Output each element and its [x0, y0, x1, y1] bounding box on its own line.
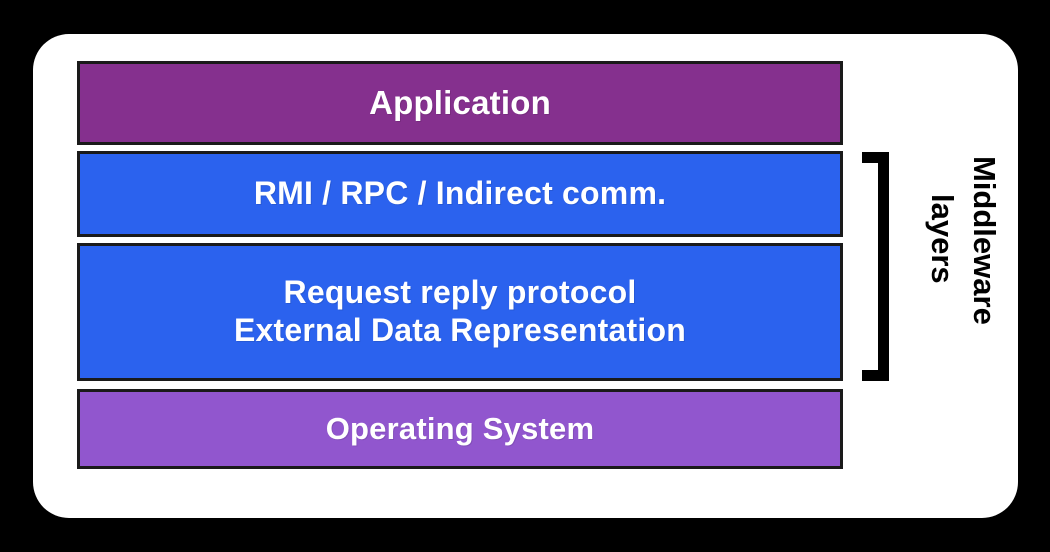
layer-band-operating-system: Operating System [77, 389, 843, 469]
bracket-spine [878, 152, 889, 381]
bracket-top-arm [862, 152, 889, 163]
layer-label-application: Application [369, 84, 551, 123]
layer-band-rmi-rpc-indirect-comm: RMI / RPC / Indirect comm. [77, 151, 843, 237]
layer-label-rmi-rpc-indirect-comm: RMI / RPC / Indirect comm. [254, 175, 666, 213]
layer-label-line: Operating System [325, 410, 595, 446]
bracket-caption-line-1: Middleware [967, 156, 1002, 325]
layer-band-request-reply-protocol: Request reply protocol External Data Rep… [77, 243, 843, 381]
layer-band-application: Application [77, 61, 843, 145]
middleware-bracket-icon [862, 152, 889, 381]
bracket-bottom-arm [862, 370, 889, 381]
layer-label-line: Request reply protocol [283, 274, 637, 311]
layer-label-line: External Data Representation [234, 312, 686, 348]
layer-label-line: Application [369, 83, 551, 121]
bracket-caption-line-2: layers [925, 194, 960, 284]
layer-label-operating-system: Operating System [326, 411, 595, 448]
layer-label-request-reply-protocol: Request reply protocol External Data Rep… [234, 274, 686, 350]
diagram-card: Application RMI / RPC / Indirect comm. R… [33, 34, 1018, 518]
layer-label-line: RMI / RPC / Indirect comm. [253, 175, 667, 212]
middleware-bracket-caption: Middleware layers [896, 150, 1002, 400]
